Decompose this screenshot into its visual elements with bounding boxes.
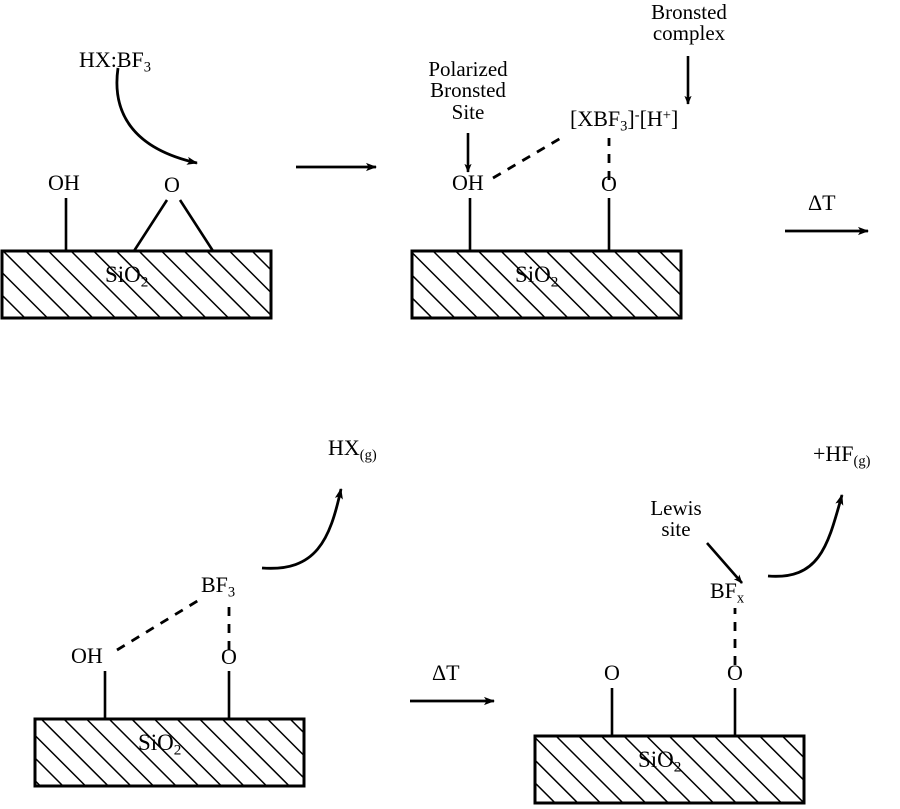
- panel3-substrate-block: [33, 717, 306, 788]
- panel2-oh-label: OH: [452, 170, 484, 195]
- panel2-bronsted-complex-formula: [XBF3]-[H+]: [570, 106, 679, 135]
- panel1-o-label: O: [164, 172, 180, 197]
- panel1-oh-label: OH: [48, 170, 80, 195]
- reaction-arrow-2-label: ΔT: [808, 190, 836, 215]
- panel4-gas-product-label: +HF(g): [813, 441, 871, 470]
- panel4-o-left-label: O: [604, 660, 620, 685]
- panel1-substrate-label: SiO2: [105, 262, 149, 291]
- panel3-bf3-label: BF3: [201, 572, 236, 601]
- panel2-substrate-label: SiO2: [515, 262, 559, 291]
- panel4-substrate-label: SiO2: [638, 747, 682, 776]
- panel3-substrate-label: SiO2: [138, 730, 182, 759]
- reaction-arrow-3-label: ΔT: [432, 660, 460, 685]
- annotation-bronsted-complex: Bronsted complex: [651, 0, 727, 46]
- panel2-bonds: [468, 198, 611, 252]
- panel1-bonds: [64, 198, 215, 252]
- panel2-dashed-bonds: [492, 133, 611, 180]
- panel1-reagent-label: HX:BF3: [79, 47, 152, 76]
- bond-o-left-p1: [132, 199, 169, 252]
- dashed-bond-oh-bf3-p3: [116, 598, 200, 652]
- panel3-gas-product-label: HX(g): [328, 435, 377, 464]
- curved-arrow-hx-desorption: [261, 488, 343, 570]
- panel4-bfx-label: BFx: [710, 578, 745, 607]
- annotation-polarized-bronsted-site: Polarized Bronsted Site: [428, 57, 508, 124]
- panel3-bonds: [103, 671, 231, 720]
- curved-arrow-reagent-p1: [115, 67, 198, 165]
- panel4-bonds: [610, 688, 737, 737]
- bond-o-right-p1: [178, 199, 215, 252]
- panel2-o-label: O: [601, 171, 617, 196]
- panel1-substrate-block: [0, 249, 273, 320]
- panel3-oh-label: OH: [71, 643, 103, 668]
- dashed-bond-oh-complex-p2: [492, 133, 567, 180]
- panel4-o-right-label: O: [727, 660, 743, 685]
- panel4-substrate-block: [533, 734, 806, 805]
- panel2-substrate-block: [410, 249, 683, 320]
- panel3-dashed-bonds: [116, 598, 231, 652]
- annotation-lewis-site: Lewis site: [650, 496, 702, 542]
- curved-arrow-hf-desorption: [767, 494, 844, 578]
- panel3-o-label: O: [221, 644, 237, 669]
- annotation-arrow-lewis-site: [706, 542, 743, 584]
